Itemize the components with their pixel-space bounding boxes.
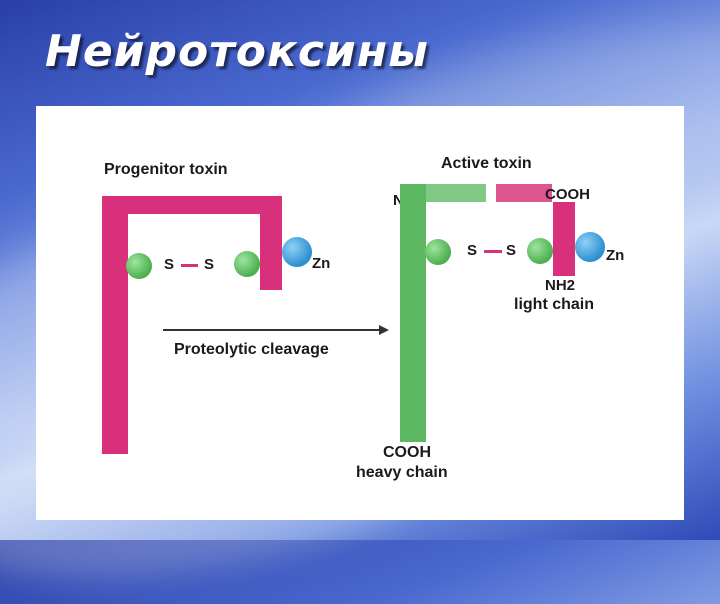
disulfide-bond	[484, 250, 502, 253]
light-chain-top-segment	[496, 184, 552, 202]
zinc-ball	[282, 237, 312, 267]
cooh-heavy-label: COOH	[383, 444, 431, 461]
heavy-chain-bar	[400, 184, 426, 442]
light-chain-label: light chain	[514, 296, 594, 313]
diagram-panel: Progenitor toxin S S Zn Proteolytic clea…	[36, 106, 684, 520]
zinc-label: Zn	[606, 247, 625, 264]
disulfide-s-label: S	[204, 256, 215, 273]
zinc-label: Zn	[312, 255, 331, 272]
light-chain-bar	[553, 202, 575, 276]
progenitor-heavy-segment	[102, 196, 128, 454]
progenitor-toxin-label: Progenitor toxin	[104, 161, 228, 178]
cysteine-ball	[425, 239, 451, 265]
cysteine-ball	[234, 251, 260, 277]
cooh-top-label: COOH	[545, 186, 590, 203]
disulfide-s-label: S	[506, 242, 517, 259]
cleavage-arrow-line	[163, 329, 379, 331]
nh2-light-label: NH2	[545, 277, 576, 294]
active-toxin-label: Active toxin	[441, 155, 532, 172]
cleavage-arrow-head	[379, 325, 389, 335]
disulfide-s-label: S	[164, 256, 175, 273]
heavy-chain-label: heavy chain	[356, 464, 448, 481]
disulfide-bond	[181, 264, 198, 267]
zinc-ball	[575, 232, 605, 262]
cysteine-ball	[126, 253, 152, 279]
progenitor-light-segment	[260, 196, 282, 290]
progenitor-link-segment	[128, 196, 260, 214]
slide-title: Нейротоксины	[45, 26, 429, 77]
cysteine-ball	[527, 238, 553, 264]
disulfide-s-label: S	[467, 242, 478, 259]
heavy-chain-top-segment	[426, 184, 486, 202]
cleavage-label: Proteolytic cleavage	[174, 341, 329, 358]
